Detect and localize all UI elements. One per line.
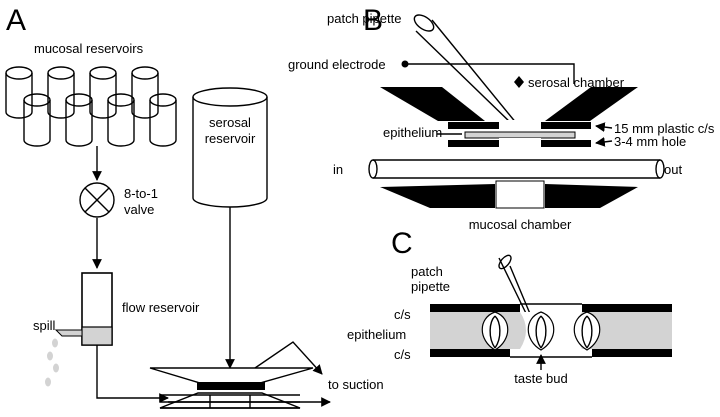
spill-label: spill xyxy=(33,318,56,333)
epithelium-label-b: epithelium xyxy=(383,125,442,140)
serosal-chamber-label: serosal chamber xyxy=(528,75,625,90)
coverslip-bottom-hole xyxy=(499,138,541,149)
c-coverslip-bottom-label: c/s xyxy=(394,347,411,362)
lower-right-wedge xyxy=(545,184,638,208)
panel-b-letter: B xyxy=(363,4,383,37)
c-coverslip-top-right xyxy=(582,304,672,312)
mucosal-reservoir-back-1 xyxy=(5,66,33,119)
mucosal-chamber-well xyxy=(495,180,545,209)
valve-label-line1: 8-to-1 xyxy=(124,186,158,201)
c-epithelium-label: epithelium xyxy=(347,327,406,342)
mucosal-reservoir-back-3 xyxy=(89,66,117,119)
coverslip-pointer xyxy=(595,122,613,132)
hole-label: 3-4 mm hole xyxy=(614,134,686,149)
mucosal-reservoir-back-2 xyxy=(47,66,75,119)
flow-reservoir-label: flow reservoir xyxy=(122,300,200,315)
to-suction-label: to suction xyxy=(328,377,384,392)
upper-left-wedge xyxy=(380,87,485,121)
in-out-channel xyxy=(368,159,665,179)
panel-a: A mucosal reservoirs xyxy=(5,4,384,409)
c-coverslip-bottom-left xyxy=(430,349,510,357)
small-perfusion-chamber xyxy=(149,367,314,409)
patch-pipette-label-b: patch pipette xyxy=(327,11,401,26)
mucosal-reservoir-front-1 xyxy=(23,93,51,147)
suction-line xyxy=(254,341,323,375)
mucosal-chamber-label: mucosal chamber xyxy=(469,217,572,232)
hole-pointer xyxy=(595,137,613,147)
taste-bud-label: taste bud xyxy=(514,371,568,386)
taste-bud-left xyxy=(481,311,509,351)
in-label: in xyxy=(333,162,343,177)
patch-pipette-label-c2: pipette xyxy=(411,279,450,294)
ground-electrode-label: ground electrode xyxy=(288,57,386,72)
c-coverslip-bottom-right xyxy=(592,349,672,357)
serosal-reservoir-label-line2: reservoir xyxy=(205,131,256,146)
serosal-reservoir-label-line1: serosal xyxy=(209,115,251,130)
c-coverslip-top-left xyxy=(430,304,520,312)
patch-pipette-b xyxy=(413,14,518,127)
serosal-chamber-marker xyxy=(514,76,524,88)
mucosal-reservoir-back-4 xyxy=(131,66,159,119)
ground-electrode-wire xyxy=(405,63,575,84)
upper-right-wedge xyxy=(545,87,638,121)
panel-c: C patch pipette xyxy=(347,227,672,386)
out-label: out xyxy=(664,162,682,177)
coverslip-label: 15 mm plastic c/s xyxy=(614,121,715,136)
panel-a-letter: A xyxy=(6,4,26,37)
spill-drops xyxy=(45,338,59,387)
valve-label-line2: valve xyxy=(124,202,154,217)
flow-reservoir xyxy=(81,272,113,346)
spill-spout xyxy=(54,329,83,337)
mucosal-reservoir-front-2 xyxy=(65,93,93,147)
eight-to-one-valve-icon xyxy=(79,182,115,218)
flow-reservoir-fluid xyxy=(81,326,113,346)
panel-b: B patch pipette ground electrode serosal… xyxy=(288,4,715,232)
patch-pipette-label-c1: patch xyxy=(411,264,443,279)
mucosal-reservoir-front-3 xyxy=(107,93,135,147)
coverslip-top-hole xyxy=(499,120,541,131)
mucosal-reservoirs-label: mucosal reservoirs xyxy=(34,41,144,56)
serosal-reservoir xyxy=(192,87,268,208)
mucosal-reservoir-front-4 xyxy=(149,93,177,147)
epithelium-layer xyxy=(464,131,576,139)
taste-bud-center xyxy=(527,311,555,351)
taste-bud-right xyxy=(573,311,601,351)
c-coverslip-top-label: c/s xyxy=(394,307,411,322)
panel-c-letter: C xyxy=(391,227,413,260)
lower-left-wedge xyxy=(380,184,495,208)
flow-to-chamber-line xyxy=(96,345,169,403)
mucosal-reservoir-cylinders xyxy=(5,66,177,147)
